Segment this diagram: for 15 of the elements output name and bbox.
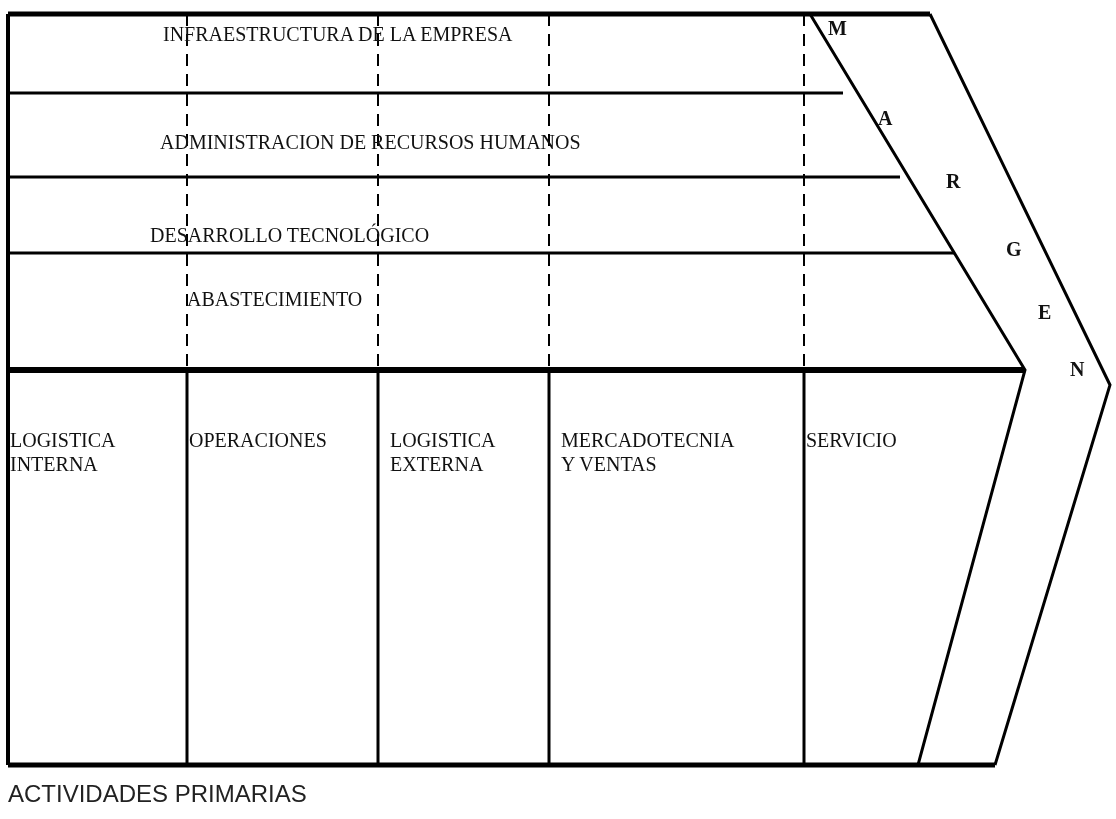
activity-label: SERVICIO (806, 428, 897, 452)
margin-letter: G (1006, 237, 1022, 261)
activity-label: INFRAESTRUCTURA DE LA EMPRESA (163, 22, 513, 46)
margin-letter: E (1038, 300, 1052, 324)
margin-letter: R (946, 169, 961, 193)
activity-label: LOGISTICA INTERNA (10, 428, 116, 476)
activity-label: MERCADOTECNIA Y VENTAS (561, 428, 735, 476)
activity-label: LOGISTICA EXTERNA (390, 428, 496, 476)
activity-label: DESARROLLO TECNOLÓGICO (150, 223, 430, 247)
margin-letter: M (828, 16, 847, 40)
margin-letter: A (878, 106, 893, 130)
activity-label: OPERACIONES (189, 428, 327, 452)
margin-letter: N (1070, 357, 1085, 381)
activity-label: ADMINISTRACION DE RECURSOS HUMANOS (160, 130, 581, 154)
section-title: ACTIVIDADES PRIMARIAS (8, 780, 307, 808)
